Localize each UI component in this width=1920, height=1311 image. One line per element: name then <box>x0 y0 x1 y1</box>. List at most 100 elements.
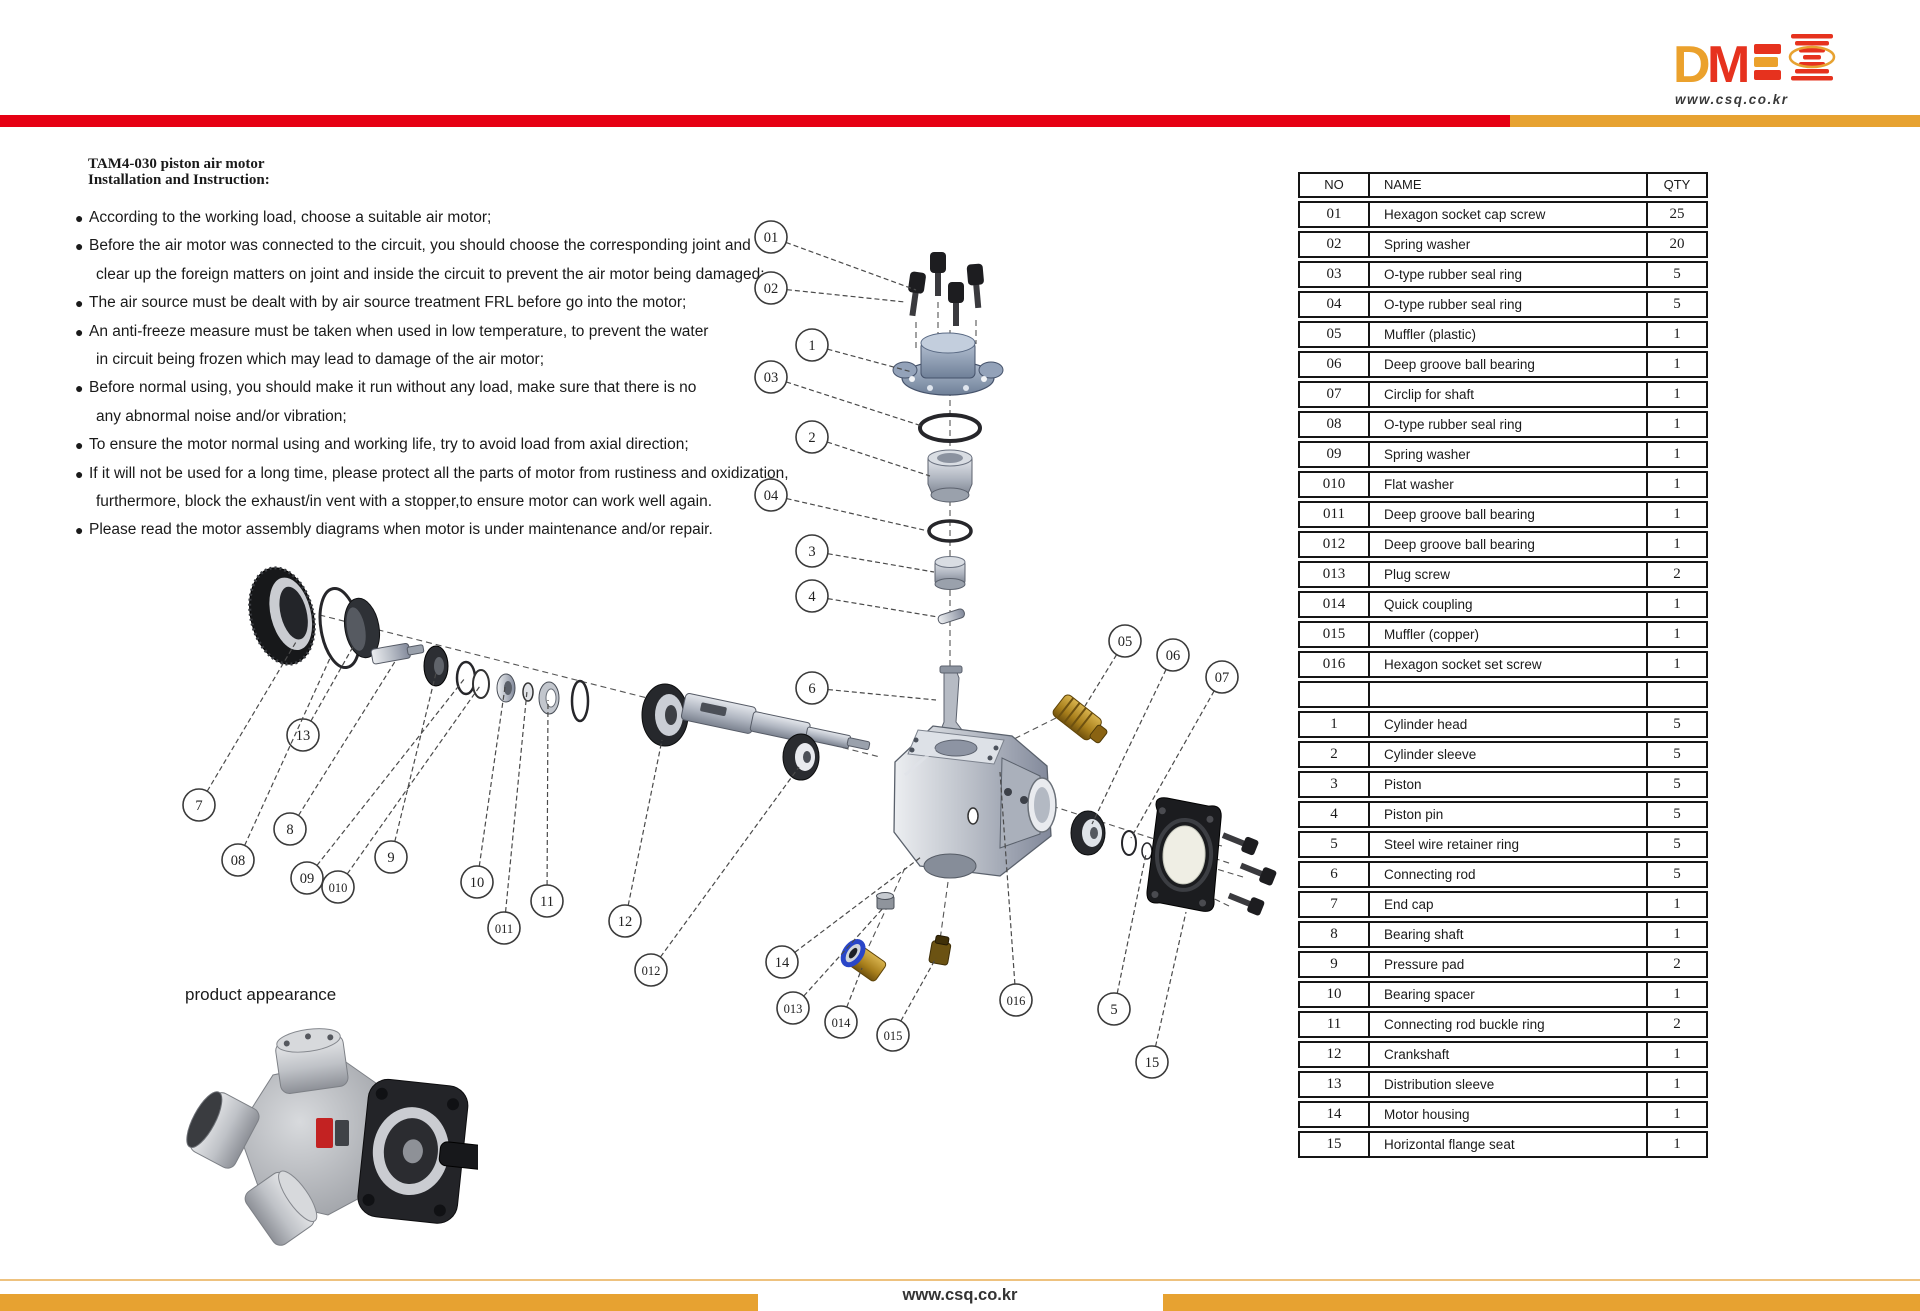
col-name: Hexagon socket set screw <box>1368 653 1648 676</box>
callout-leader-2 <box>827 441 931 477</box>
col-no: 013 <box>1322 566 1346 582</box>
instruction-text: Please read the motor assembly diagrams … <box>89 521 713 539</box>
callout-label-3: 3 <box>808 544 815 560</box>
col-no: 15 <box>1326 1136 1342 1152</box>
table-row: 011 Deep groove ball bearing 1 <box>1298 501 1708 528</box>
callout-leader-07 <box>1130 690 1215 839</box>
col-qty: 2 <box>1673 566 1681 582</box>
part-bearing-spacer <box>496 673 516 703</box>
col-name: Circlip for shaft <box>1368 383 1648 406</box>
col-qty: 5 <box>1673 266 1681 282</box>
bullet-dot: ● <box>75 238 84 255</box>
part-gasket-ring <box>918 413 982 443</box>
bullet-dot: ● <box>75 323 84 340</box>
col-name: Deep groove ball bearing <box>1368 533 1648 556</box>
callout-leader-4 <box>827 598 939 618</box>
part-quick-coupling <box>840 939 887 982</box>
col-no: 08 <box>1326 416 1342 432</box>
col-no: 012 <box>1322 536 1346 552</box>
logo-spool-icon <box>1788 34 1836 81</box>
header-orange-bar <box>1510 115 1920 127</box>
part-flat-washer <box>472 669 490 699</box>
callout-label-12: 12 <box>618 914 633 930</box>
callout-circle-09 <box>290 861 324 895</box>
callout-leader-15 <box>1154 911 1187 1047</box>
col-no: 11 <box>1326 1016 1342 1032</box>
flange-screws <box>1221 832 1277 916</box>
col-qty: 1 <box>1673 1046 1681 1062</box>
bullet-dot: ● <box>75 210 84 226</box>
col-no: 01 <box>1326 206 1342 222</box>
col-no: 014 <box>1322 596 1346 612</box>
col-qty: 1 <box>1673 386 1681 402</box>
callout-circle-10 <box>460 865 494 899</box>
col-qty: 1 <box>1673 986 1681 1002</box>
col-qty: QTY <box>1663 177 1691 192</box>
callout-circle-4 <box>795 579 829 613</box>
col-no: 011 <box>1323 506 1345 522</box>
col-no: 07 <box>1326 386 1342 402</box>
callout-leader-9 <box>394 672 437 842</box>
callout-leader-10 <box>478 686 506 867</box>
col-no: 14 <box>1326 1106 1342 1122</box>
col-qty: 1 <box>1673 656 1681 672</box>
instruction-text: Before the air motor was connected to th… <box>89 237 751 255</box>
instruction-list: ●According to the working load, choose a… <box>75 204 795 545</box>
callout-label-13: 13 <box>296 728 311 744</box>
exploded-diagram: 0102103204346050607713088090109100111112… <box>182 220 1277 1079</box>
instruction-text: in circuit being frozen which may lead t… <box>96 350 545 368</box>
col-no: 12 <box>1326 1046 1342 1062</box>
col-name: Hexagon socket cap screw <box>1368 203 1648 226</box>
instruction-continuation: ●in circuit being frozen which may lead … <box>75 346 795 374</box>
product-photo <box>186 1028 478 1246</box>
bullet-dot: ● <box>75 522 84 539</box>
callout-circle-02 <box>754 271 788 305</box>
part-crankshaft <box>641 683 871 751</box>
col-qty: 5 <box>1673 296 1681 312</box>
part-small-washer <box>522 682 534 702</box>
col-qty: 1 <box>1673 356 1681 372</box>
col-no: 010 <box>1322 476 1346 492</box>
col-name: Connecting rod buckle ring <box>1368 1013 1648 1036</box>
col-name: Bearing spacer <box>1368 983 1648 1006</box>
logo-letter-d: D <box>1675 36 1711 94</box>
callout-circle-03 <box>754 360 788 394</box>
callout-circle-15 <box>1135 1045 1169 1079</box>
col-qty <box>1648 683 1706 706</box>
col-qty: 1 <box>1673 506 1681 522</box>
col-no: 1 <box>1330 716 1338 732</box>
footer-divider <box>0 1279 1920 1281</box>
callout-circle-6 <box>795 671 829 705</box>
callout-label-6: 6 <box>808 681 815 697</box>
col-name: Deep groove ball bearing <box>1368 503 1648 526</box>
col-name: Deep groove ball bearing <box>1368 353 1648 376</box>
photo-red-label <box>316 1118 333 1148</box>
callout-label-8: 8 <box>286 822 293 838</box>
callout-label-2: 2 <box>808 430 815 446</box>
callout-label-09: 09 <box>300 871 315 887</box>
part-bearing-012 <box>782 733 820 781</box>
callout-circle-013 <box>776 991 810 1025</box>
instruction-continuation: ●any abnormal noise and/or vibration; <box>75 403 795 431</box>
col-qty: 5 <box>1673 866 1681 882</box>
part-pressure-pad <box>423 645 449 687</box>
col-no: 2 <box>1330 746 1338 762</box>
photo-cylinder-bottom <box>244 1170 318 1246</box>
col-qty: 1 <box>1673 926 1681 942</box>
col-qty: 1 <box>1673 1076 1681 1092</box>
callout-label-011: 011 <box>495 922 513 936</box>
callout-label-9: 9 <box>387 850 394 866</box>
instruction-bullet: ● Before the air motor was connected to t… <box>75 232 795 260</box>
col-qty: 1 <box>1673 596 1681 612</box>
instruction-bullet: ●The air source must be dealt with by ai… <box>75 289 795 317</box>
instruction-continuation: ●clear up the foreign matters on joint a… <box>75 261 795 289</box>
